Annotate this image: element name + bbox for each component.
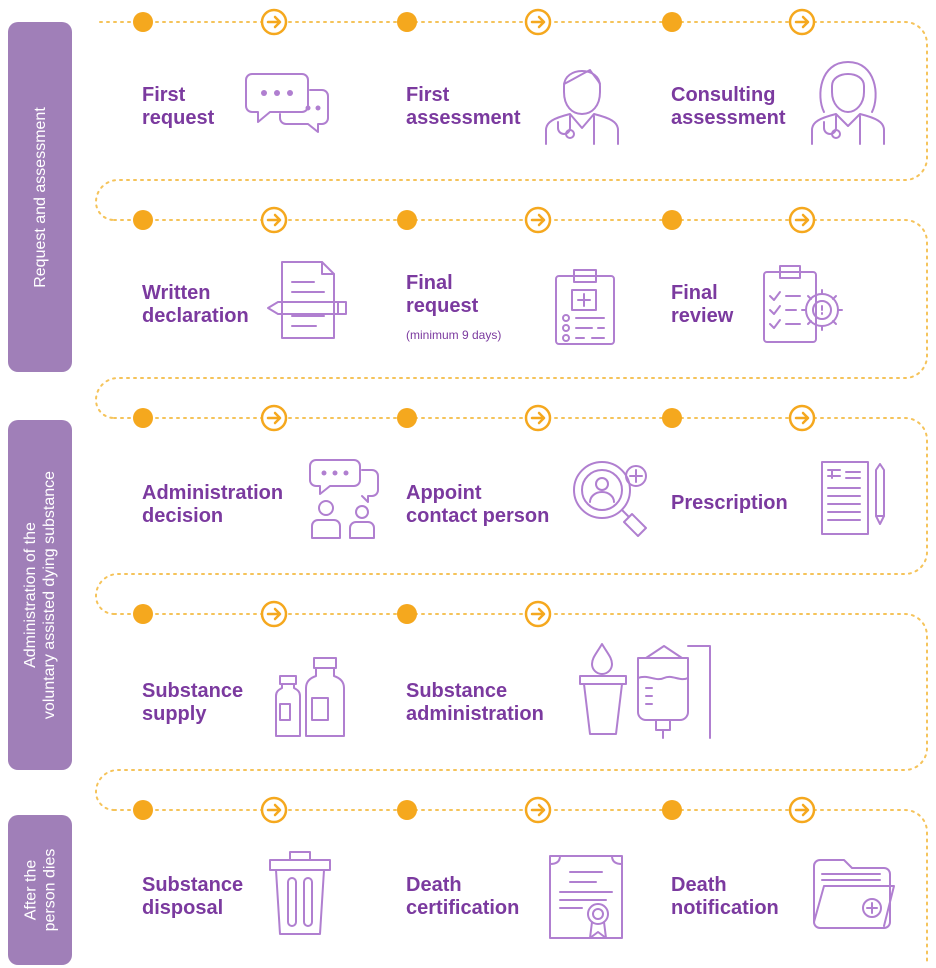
- phase-label: After the person dies: [22, 848, 58, 932]
- connector-segment: [94, 21, 928, 221]
- connector-segment: [94, 219, 928, 419]
- phase-tab-after-death: After the person dies: [8, 815, 72, 965]
- arrow-right-icon: [788, 206, 816, 234]
- checklist-gear-icon: [763, 265, 843, 343]
- arrow-right-icon: [524, 796, 552, 824]
- step-dot: [662, 408, 682, 428]
- arrow-right-icon: [788, 8, 816, 36]
- step-dot: [133, 408, 153, 428]
- step-dot: [662, 800, 682, 820]
- phase-tab-request-assessment: Request and assessment: [8, 22, 72, 372]
- prescription-pen-icon: [821, 461, 885, 535]
- step-label-prescription: Prescription: [671, 492, 788, 514]
- arrow-right-icon: [524, 8, 552, 36]
- arrow-right-icon: [524, 600, 552, 628]
- arrow-right-icon: [260, 600, 288, 628]
- arrow-right-icon: [788, 796, 816, 824]
- step-dot: [397, 604, 417, 624]
- step-dot: [662, 210, 682, 230]
- step-dot: [662, 12, 682, 32]
- phase-tab-administration: Administration of the voluntary assisted…: [8, 420, 72, 770]
- dotted-connector-path: [94, 21, 928, 966]
- step-dot: [397, 800, 417, 820]
- connector-segment: [94, 613, 928, 811]
- arrow-right-icon: [260, 796, 288, 824]
- arrow-right-icon: [788, 404, 816, 432]
- doctor-female-icon: [811, 61, 885, 145]
- step-dot: [133, 604, 153, 624]
- people-discussion-icon: [309, 459, 379, 539]
- phase-label: Administration of the voluntary assisted…: [22, 470, 59, 720]
- drip-icon: [579, 643, 711, 739]
- doctor-male-icon: [545, 69, 619, 145]
- arrow-right-icon: [524, 404, 552, 432]
- arrow-right-icon: [260, 206, 288, 234]
- folder-icon: [813, 859, 895, 929]
- step-note-minimum-days: (minimum 9 days): [406, 328, 502, 342]
- bin-icon: [269, 851, 331, 935]
- bottles-icon: [275, 657, 345, 737]
- step-dot: [397, 12, 417, 32]
- connector-segment: [94, 417, 928, 615]
- phase-label: Request and assessment: [31, 106, 49, 288]
- step-dot: [133, 800, 153, 820]
- connector-segment: [113, 809, 928, 966]
- step-dot: [397, 210, 417, 230]
- arrow-right-icon: [260, 404, 288, 432]
- step-dot: [133, 12, 153, 32]
- step-dot: [133, 210, 153, 230]
- arrow-right-icon: [260, 8, 288, 36]
- person-search-icon: [573, 461, 647, 537]
- document-pen-icon: [267, 261, 347, 339]
- speech-bubbles-icon: [245, 73, 329, 133]
- medical-clipboard-icon: [555, 269, 615, 345]
- arrow-right-icon: [524, 206, 552, 234]
- step-dot: [397, 408, 417, 428]
- certificate-icon: [549, 855, 623, 939]
